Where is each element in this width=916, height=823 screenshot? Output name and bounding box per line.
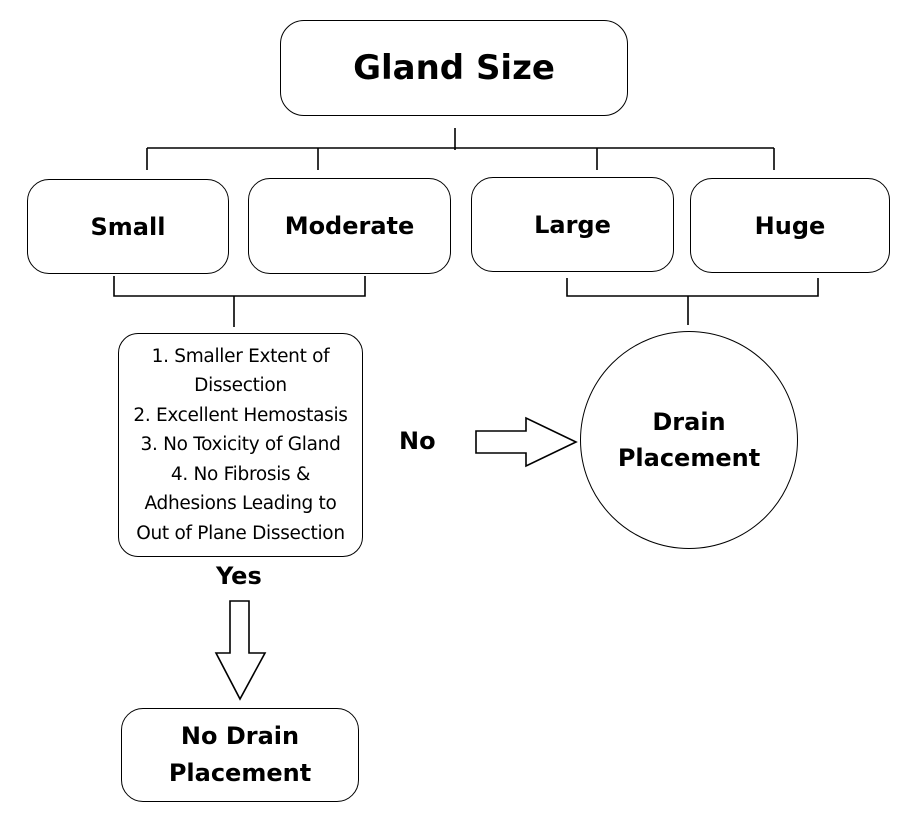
yes-label: Yes bbox=[216, 562, 262, 590]
criteria-line: 1. Smaller Extent of bbox=[151, 345, 330, 367]
large-label: Large bbox=[534, 210, 611, 239]
right-bracket bbox=[566, 278, 819, 297]
gland-size-title: Gland Size bbox=[353, 48, 555, 88]
no-label: No bbox=[399, 427, 436, 455]
criteria-line: 3. No Toxicity of Gland bbox=[140, 434, 341, 456]
drain-placement-line: Placement bbox=[617, 444, 761, 472]
criteria-line: Adhesions Leading to bbox=[144, 493, 337, 515]
no-drain-placement-line: No Drain bbox=[180, 722, 300, 750]
moderate-node: Moderate bbox=[248, 178, 451, 274]
huge-node: Huge bbox=[690, 178, 890, 273]
criteria-line: 2. Excellent Hemostasis bbox=[133, 404, 348, 426]
no-drain-placement-line: Placement bbox=[168, 759, 312, 787]
small-node: Small bbox=[27, 179, 229, 274]
moderate-label: Moderate bbox=[284, 212, 415, 240]
arrow-yes-down bbox=[214, 600, 267, 701]
criteria-line: Out of Plane Dissection bbox=[136, 522, 345, 544]
gland-size-node: Gland Size bbox=[280, 20, 628, 116]
no-drain-placement-node: No Drain Placement bbox=[121, 708, 359, 802]
criteria-line: 4. No Fibrosis & bbox=[170, 463, 311, 485]
arrow-no-right bbox=[475, 416, 578, 468]
drain-placement-node: Drain Placement bbox=[580, 331, 798, 549]
criteria-node: 1. Smaller Extent of Dissection 2. Excel… bbox=[118, 333, 363, 557]
huge-label: Huge bbox=[754, 211, 826, 240]
small-label: Small bbox=[90, 212, 166, 241]
left-bracket bbox=[113, 276, 366, 297]
drain-placement-line: Drain bbox=[652, 408, 726, 436]
large-node: Large bbox=[471, 177, 674, 272]
criteria-line: Dissection bbox=[194, 375, 287, 397]
